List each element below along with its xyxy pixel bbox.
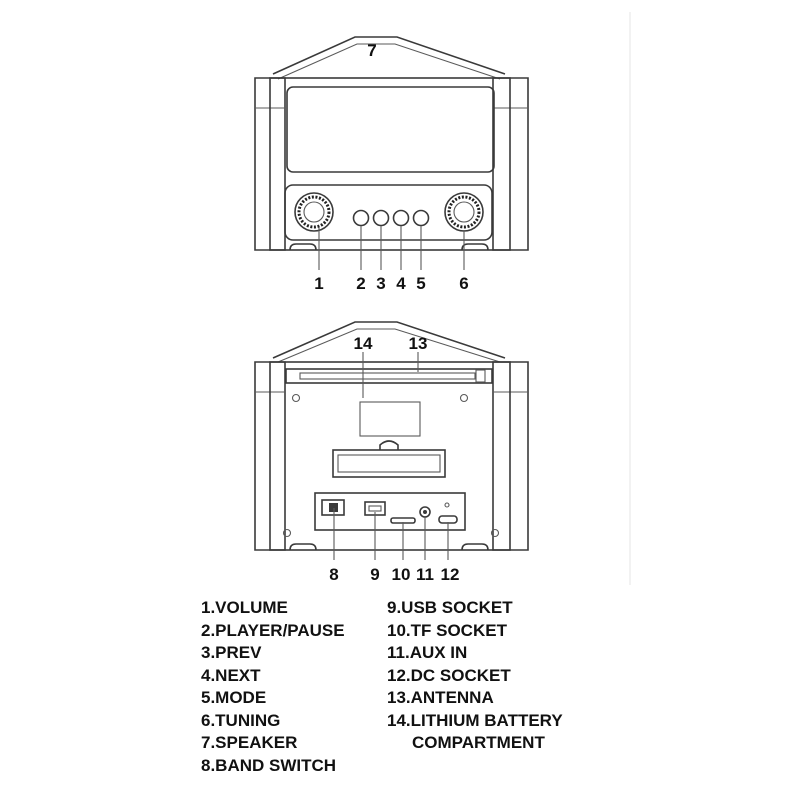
speaker-grille [286, 86, 495, 173]
callout-5: 5 [416, 274, 425, 293]
battery-compartment [332, 449, 446, 478]
legend-item-prev: 3.PREV [201, 643, 262, 662]
callout-12: 12 [441, 565, 460, 584]
front-right-side [492, 77, 529, 251]
front-foot-right [461, 243, 489, 251]
dc-socket [438, 515, 458, 524]
callout-14: 14 [354, 334, 373, 353]
control-panel [284, 184, 493, 241]
back-foot-left [289, 543, 317, 551]
prev-button [372, 209, 390, 227]
screw-top-left [291, 393, 301, 403]
legend-left-column: 1.VOLUME 2.PLAYER/PAUSE 3.PREV 4.NEXT 5.… [201, 597, 345, 777]
antenna-rod [299, 372, 476, 380]
screw-bottom-left [282, 528, 292, 538]
legend-item-mode: 5.MODE [201, 688, 267, 707]
band-switch [321, 499, 345, 516]
callout-9: 9 [370, 565, 379, 584]
legend-item-speaker: 7.SPEAKER [201, 733, 298, 752]
battery-latch [379, 440, 399, 450]
callout-6: 6 [459, 274, 468, 293]
callout-1: 1 [314, 274, 323, 293]
front-foot-left [289, 243, 317, 251]
front-body [269, 77, 511, 251]
rating-label-area [359, 401, 421, 437]
legend-item-tf-socket: 10.TF SOCKET [387, 620, 507, 640]
front-handle [272, 36, 506, 75]
front-handle-inner [277, 43, 501, 80]
legend-item-antenna: 13.ANTENNA [387, 688, 494, 707]
mode-button [412, 209, 430, 227]
callout-13: 13 [409, 334, 428, 353]
back-view: 14 13 8 9 10 11 12 [254, 321, 529, 584]
callout-2: 2 [356, 274, 365, 293]
back-body [269, 361, 511, 551]
legend-item-lithium-battery: 14.LITHIUM BATTERY [387, 710, 563, 730]
back-handle [272, 321, 506, 359]
back-handle-inner [277, 328, 501, 363]
back-right-side [492, 361, 529, 551]
legend-item-aux-in: 11.AUX IN [387, 643, 468, 662]
screw-bottom-right [490, 528, 500, 538]
antenna-clip [475, 369, 486, 383]
volume-knob [294, 192, 334, 232]
callout-8: 8 [329, 565, 338, 584]
front-view: 7 1 2 3 4 5 6 [254, 36, 529, 293]
callout-4: 4 [396, 274, 406, 293]
legend-item-tuning: 6.TUNING [201, 710, 281, 730]
screw-top-right [459, 393, 469, 403]
callout-11: 11 [416, 565, 434, 584]
legend-right-column: 9.USB SOCKET 10.TF SOCKET 11.AUX IN 12.D… [387, 597, 563, 755]
legend-item-dc-socket: 12.DC SOCKET [387, 665, 511, 685]
legend-item-band-switch: 8.BAND SWITCH [201, 755, 337, 775]
callout-3: 3 [376, 274, 385, 293]
legend-item-compartment: COMPARTMENT [412, 733, 545, 752]
io-panel [314, 492, 466, 531]
tuning-knob [444, 192, 484, 232]
legend-item-next: 4.NEXT [201, 665, 261, 685]
back-foot-right [461, 543, 489, 551]
next-button [392, 209, 410, 227]
legend-item-player-pause: 2.PLAYER/PAUSE [201, 620, 345, 640]
legend-item-usb-socket: 9.USB SOCKET [387, 598, 513, 617]
callout-7: 7 [367, 41, 376, 60]
antenna-rail [285, 368, 493, 384]
legend-item-volume: 1.VOLUME [201, 598, 288, 617]
play-pause-button [352, 209, 370, 227]
callout-10: 10 [392, 565, 411, 584]
